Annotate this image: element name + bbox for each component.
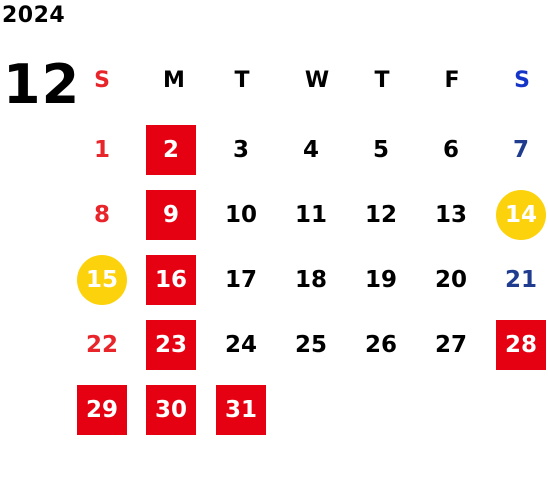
- weekday-thu: T: [374, 68, 390, 93]
- calendar-day: 14: [496, 190, 546, 240]
- calendar-day: 18: [294, 267, 327, 293]
- calendar-day: 15: [77, 255, 127, 305]
- calendar-day: 21: [504, 267, 537, 293]
- calendar-day: 30: [146, 385, 196, 435]
- calendar-day: 20: [434, 267, 467, 293]
- weekday-wed: W: [304, 68, 330, 93]
- calendar-day: 12: [364, 202, 397, 228]
- calendar-day: 23: [146, 320, 196, 370]
- month-label: 12: [3, 53, 81, 116]
- calendar-day: 24: [224, 332, 257, 358]
- calendar-day: 8: [93, 202, 110, 228]
- calendar-day: 13: [434, 202, 467, 228]
- calendar-day: 26: [364, 332, 397, 358]
- calendar-day: 16: [146, 255, 196, 305]
- calendar-day: 2: [146, 125, 196, 175]
- calendar-day: 11: [294, 202, 327, 228]
- calendar-day: 25: [294, 332, 327, 358]
- calendar-day: 29: [77, 385, 127, 435]
- calendar-day: 19: [364, 267, 397, 293]
- weekday-sun: S: [94, 68, 110, 93]
- year-label: 2024: [2, 3, 66, 28]
- calendar-day: 22: [85, 332, 118, 358]
- calendar-day: 28: [496, 320, 546, 370]
- calendar-day: 6: [442, 137, 459, 163]
- calendar-day: 31: [216, 385, 266, 435]
- calendar-day: 1: [93, 137, 110, 163]
- calendar-day: 4: [302, 137, 319, 163]
- calendar-day: 10: [224, 202, 257, 228]
- weekday-fri: F: [444, 68, 460, 93]
- calendar-day: 9: [146, 190, 196, 240]
- calendar-day: 5: [372, 137, 389, 163]
- calendar-day: 27: [434, 332, 467, 358]
- weekday-sat: S: [514, 68, 530, 93]
- weekday-mon: M: [163, 68, 185, 93]
- weekday-tue: T: [234, 68, 250, 93]
- calendar-day: 17: [224, 267, 257, 293]
- calendar-day: 3: [232, 137, 249, 163]
- calendar-day: 7: [512, 137, 529, 163]
